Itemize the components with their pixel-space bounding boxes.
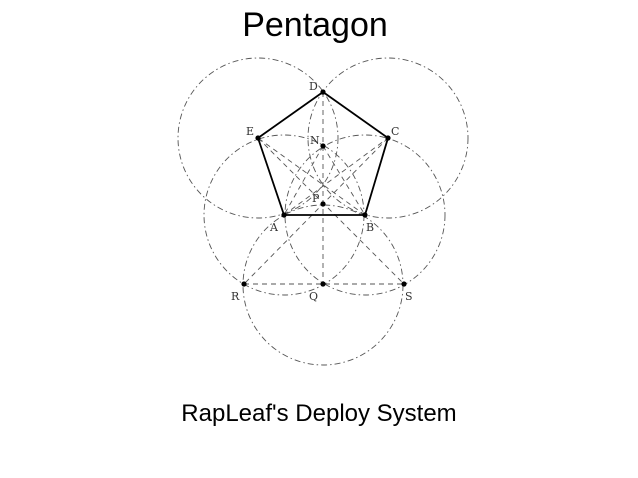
construction-line-e-s — [257, 137, 405, 285]
point-p — [320, 201, 326, 207]
construction-line-a-c — [283, 137, 389, 216]
point-r — [241, 281, 247, 287]
pentagon-shape — [256, 90, 390, 216]
point-d — [320, 89, 326, 95]
construction-line-n-b — [322, 145, 366, 216]
construction-line-c-r — [243, 137, 389, 285]
construction-line-b-e — [257, 137, 366, 216]
point-b — [362, 212, 368, 218]
slide-subtitle: RapLeaf's Deploy System — [181, 400, 457, 427]
point-q — [320, 281, 326, 287]
label-p: P — [312, 192, 320, 205]
construction-circle-c — [307, 57, 469, 219]
point-c — [385, 135, 391, 141]
point-s — [401, 281, 407, 287]
point-n — [320, 143, 326, 149]
label-a: A — [269, 221, 279, 234]
label-d: D — [309, 80, 318, 93]
slide-title: Pentagon — [242, 6, 388, 44]
label-b: B — [366, 221, 374, 234]
construction-circle-e — [177, 57, 339, 219]
label-n: N — [310, 134, 320, 147]
label-r: R — [231, 290, 240, 303]
label-c: C — [391, 125, 399, 138]
point-a — [281, 212, 287, 218]
label-q: Q — [309, 290, 318, 303]
label-s: S — [405, 290, 413, 303]
point-e — [255, 135, 261, 141]
label-e: E — [246, 125, 254, 138]
construction-line-n-a — [283, 145, 324, 216]
construction-circle-b — [284, 134, 446, 296]
